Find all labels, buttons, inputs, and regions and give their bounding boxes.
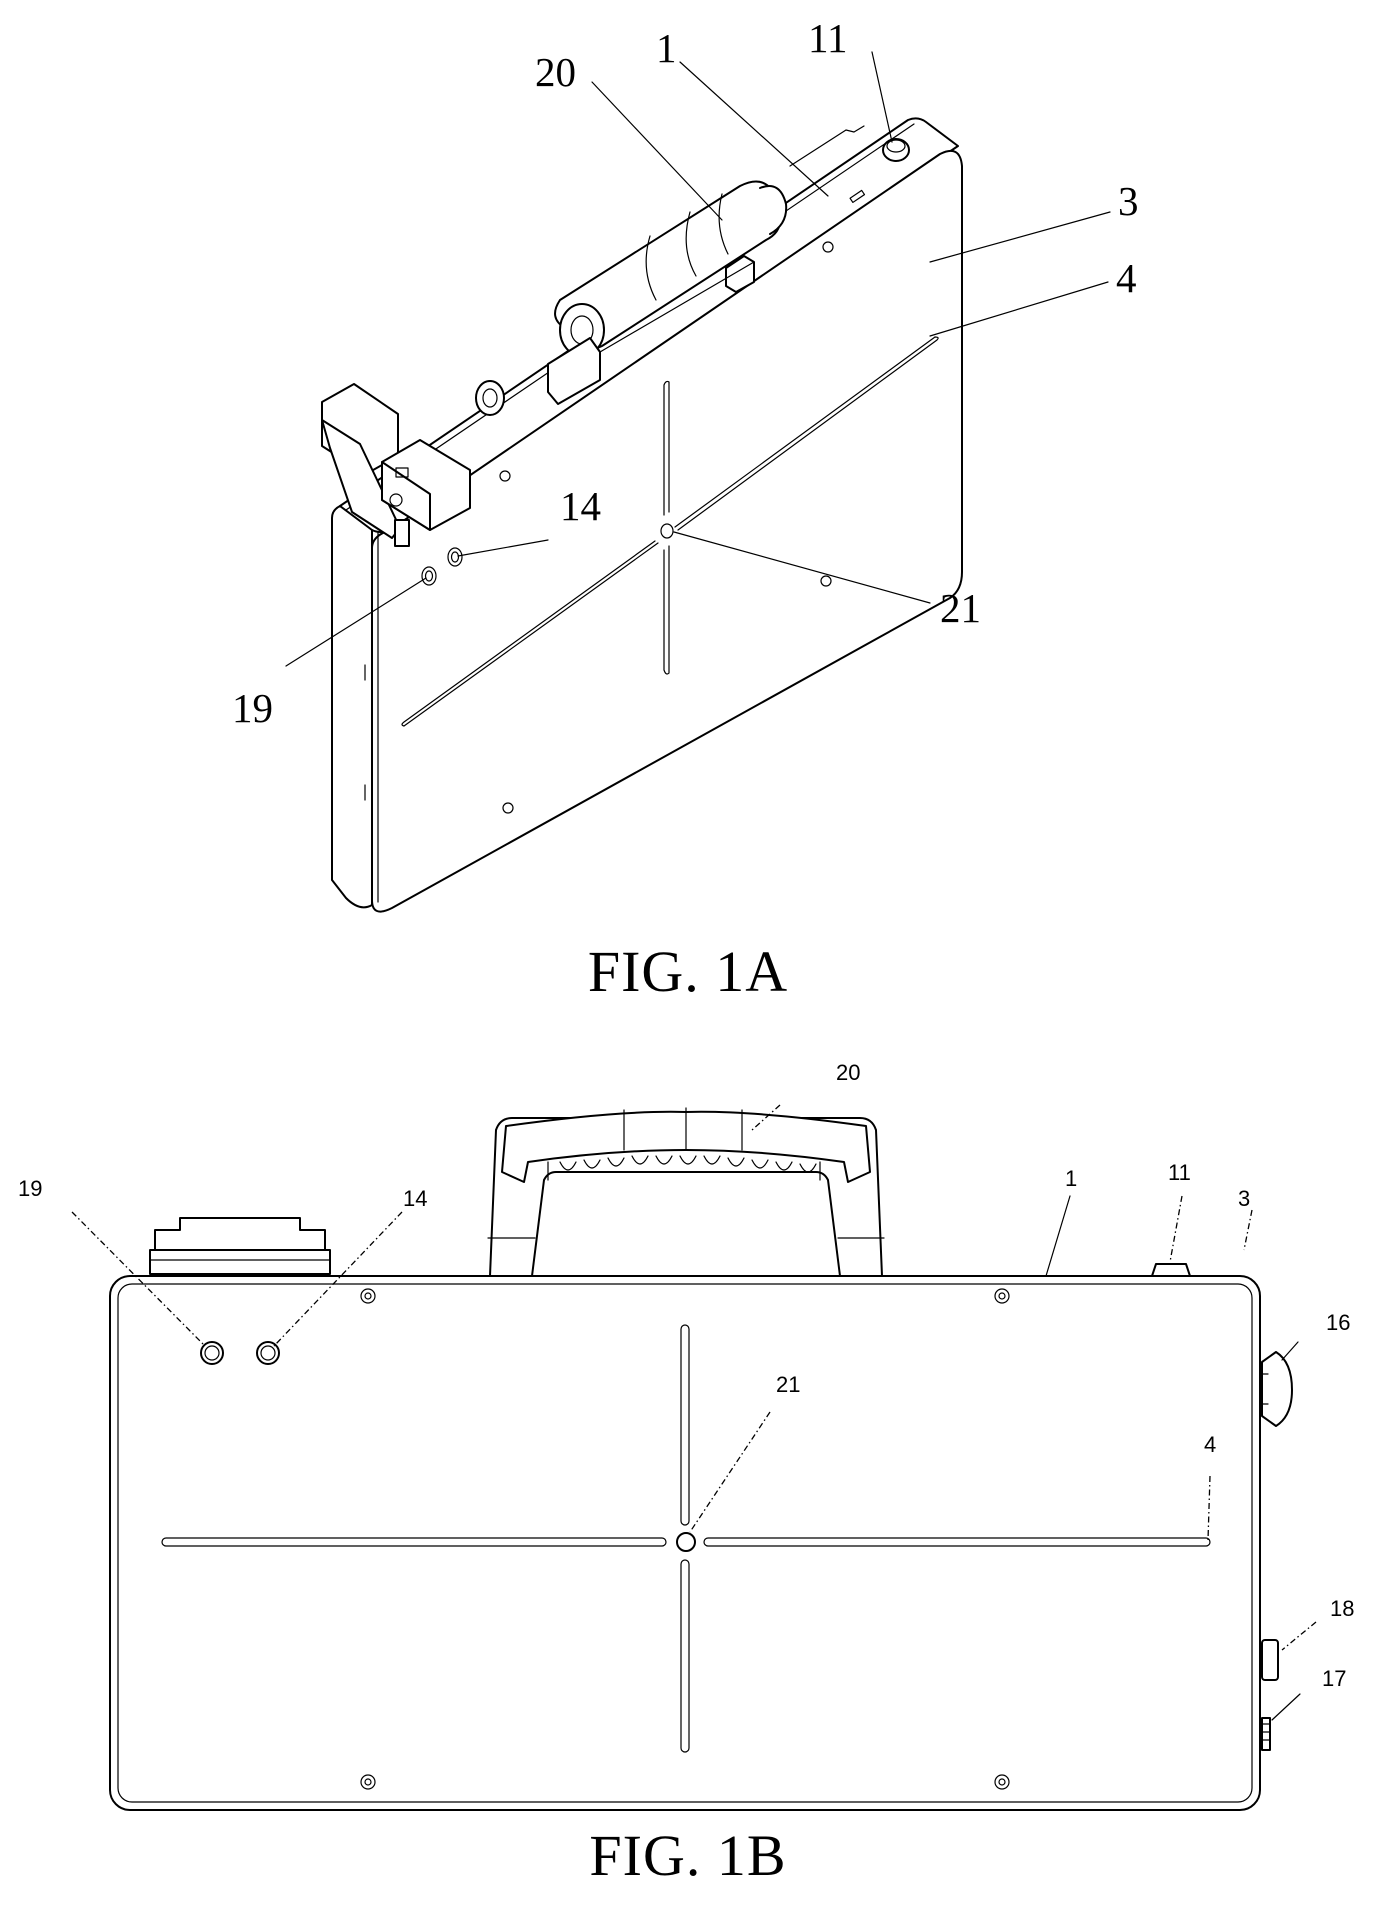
- callout-16-front: 16: [1326, 1310, 1350, 1335]
- callout-19-front: 19: [18, 1176, 42, 1201]
- callout-14-front: 14: [403, 1186, 427, 1211]
- callout-18-front: 18: [1330, 1596, 1354, 1621]
- caption-fig-1b: FIG. 1B: [0, 1822, 1376, 1889]
- callout-21-front: 21: [776, 1372, 800, 1397]
- callout-20-front: 20: [836, 1060, 860, 1085]
- callout-3-front: 3: [1238, 1186, 1250, 1211]
- callout-17-front: 17: [1322, 1666, 1346, 1691]
- callout-4-front: 4: [1204, 1432, 1216, 1457]
- callout-1-front: 1: [1065, 1166, 1077, 1191]
- callout-11-front: 11: [1168, 1160, 1191, 1185]
